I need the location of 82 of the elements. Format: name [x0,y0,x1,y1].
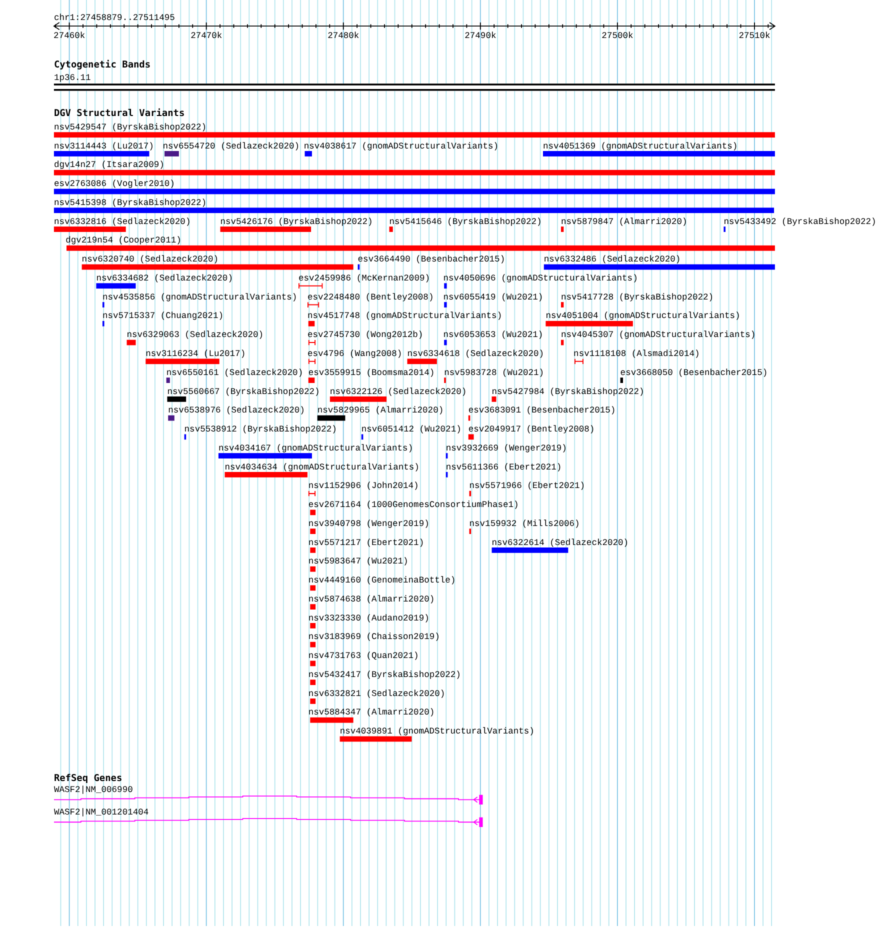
variant-label: nsv5571966 (Ebert2021) [469,480,585,491]
variant-label: nsv5415646 (ByrskaBishop2022) [389,216,542,227]
gene-label: WASF2|NM_001201404 [54,807,149,818]
variant-label: nsv3114443 (Lu2017) [54,141,154,152]
variant-label: esv3559915 (Boomsma2014) [308,368,435,378]
variant-label: nsv5427984 (ByrskaBishop2022) [492,386,644,396]
variant-label: nsv1152906 (John2014) [308,480,419,491]
variant-label: nsv5874638 (Almarri2020) [308,594,435,604]
variant-label: nsv6550161 (Sedlazeck2020) [166,368,304,378]
variant-label: nsv5538912 (ByrskaBishop2022) [184,424,337,434]
variant-label: nsv3940798 (Wenger2019) [308,518,430,529]
variant-label: nsv6332486 (Sedlazeck2020) [544,254,681,264]
variant-label: esv2049917 (Bentley2008) [468,424,595,434]
variant-label: esv3664490 (Besenbacher2015) [358,254,506,264]
variant-label: nsv4039891 (gnomADStructuralVariants) [340,726,534,736]
variant-label: nsv6538976 (Sedlazeck2020) [168,405,305,416]
variant-label: nsv6329063 (Sedlazeck2020) [126,330,264,340]
variant-label: nsv6332816 (Sedlazeck2020) [54,216,191,227]
variant-label: nsv3183969 (Chaisson2019) [308,632,440,642]
coordinate-range-label: chr1:27458879..27511495 [54,12,175,22]
variant-label: nsv5983728 (Wu2021) [444,368,544,378]
variant-label: nsv6053653 (Wu2021) [443,330,544,340]
axis-tick-label: 27500k [602,30,634,40]
variant-label: nsv5571217 (Ebert2021) [308,538,424,548]
variant-label: nsv4449160 (GenomeinaBottle) [308,575,456,586]
variant-label: nsv6322614 (Sedlazeck2020) [492,538,629,548]
variant-label: nsv4517748 (gnomADStructuralVariants) [307,311,502,321]
variant-label: esv3668050 (Besenbacher2015) [620,368,768,378]
variant-label: nsv4050696 (gnomADStructuralVariants) [443,273,638,284]
variant-label: nsv5879847 (Almarri2020) [560,216,688,227]
variant-label: nsv5432417 (ByrskaBishop2022) [308,670,461,680]
track-title: DGV Structural Variants [54,108,185,119]
band-label: 1p36.11 [54,72,91,83]
variant-label: nsv6554720 (Sedlazeck2020) [162,141,300,152]
variant-label: nsv5417728 (ByrskaBishop2022) [560,292,714,302]
variant-label: nsv6320740 (Sedlazeck2020) [82,254,219,264]
variant-label: esv2248480 (Bentley2008) [307,292,434,302]
variant-label: nsv4535856 (gnomADStructuralVariants) [102,292,298,302]
variant-label: nsv5560667 (ByrskaBishop2022) [167,386,320,396]
variant-label: nsv4034634 (gnomADStructuralVariants) [224,462,420,472]
variant-label: nsv3323330 (Audano2019) [308,613,430,623]
variant-label: nsv3116234 (Lu2017) [146,348,246,359]
variant-label: nsv6322126 (Sedlazeck2020) [330,386,467,396]
axis-tick-label: 27510k [738,30,770,40]
track-title: RefSeq Genes [54,774,122,784]
variant-label: nsv4051369 (gnomADStructuralVariants) [543,141,738,152]
variant-label: nsv6055419 (Wu2021) [443,292,544,302]
variant-label: esv3683091 (Besenbacher2015) [468,405,616,416]
variant-label: nsv5611366 (Ebert2021) [446,462,562,472]
variant-label: nsv6334618 (Sedlazeck2020) [407,348,544,359]
variant-label: nsv6332821 (Sedlazeck2020) [308,688,446,699]
variant-label: nsv3932669 (Wenger2019) [446,443,567,454]
variant-label: nsv4034167 (gnomADStructuralVariants) [218,443,414,454]
variant-label: nsv6334682 (Sedlazeck2020) [96,273,233,284]
gene-label: WASF2|NM_006990 [54,784,133,795]
variant-label: esv2459986 (McKernan2009) [298,273,430,284]
variant-label: nsv1118108 (Alsmadi2014) [574,348,700,359]
variant-label: nsv4045307 (gnomADStructuralVariants) [560,330,756,340]
axis-tick-label: 27470k [190,30,222,40]
track-title: Cytogenetic Bands [54,60,151,70]
variant-label: nsv5429547 (ByrskaBishop2022) [54,122,206,132]
variant-label: nsv4731763 (Quan2021) [308,650,419,661]
variant-label: esv2745730 (Wong2012b) [307,330,424,340]
variant-label: dgv219n54 (Cooper2011) [66,236,182,246]
axis-tick-label: 27490k [464,30,496,40]
variant-label: nsv5829965 (Almarri2020) [317,405,444,416]
variant-label: nsv4038617 (gnomADStructuralVariants) [304,141,498,152]
variant-label: nsv5415398 (ByrskaBishop2022) [54,198,206,208]
variant-label: dgv14n27 (Itsara2009) [54,160,164,170]
axis-tick-label: 27460k [54,30,86,40]
variant-label: esv2763086 (Vogler2010) [54,178,175,189]
variant-label: nsv5426176 (ByrskaBishop2022) [220,216,373,227]
variant-label: nsv159932 (Mills2006) [469,518,580,529]
variant-label: nsv5433492 (ByrskaBishop2022) [724,216,876,227]
variant-label: nsv5715337 (Chuang2021) [102,311,224,321]
variant-label: nsv5884347 (Almarri2020) [308,708,435,718]
variant-label: esv4796 (Wang2008) [307,348,402,359]
variant-label: nsv6051412 (Wu2021) [361,424,462,434]
axis-tick-label: 27480k [328,30,360,40]
variant-label: esv2671164 (1000GenomesConsortiumPhase1) [308,500,519,510]
variant-label: nsv4051004 (gnomADStructuralVariants) [546,311,740,321]
variant-label: nsv5983647 (Wu2021) [308,556,408,566]
